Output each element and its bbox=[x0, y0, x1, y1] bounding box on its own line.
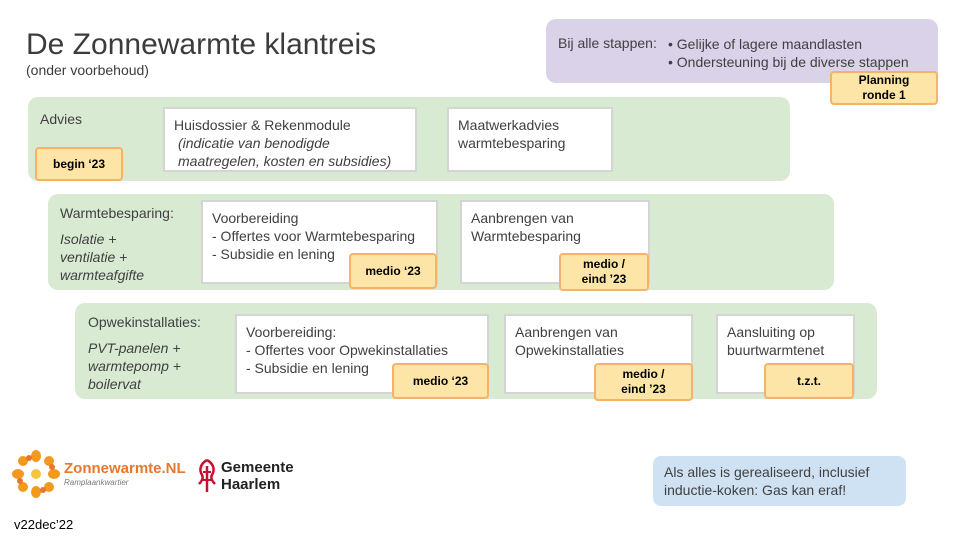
sub-line: Isolatie + bbox=[60, 231, 117, 247]
opwek-badge-3: t.z.t. bbox=[764, 363, 854, 399]
zonnewarmte-sun-icon bbox=[12, 450, 60, 498]
opwek-label: Opwekinstallaties: bbox=[88, 314, 201, 330]
warmtebesparing-sub: Isolatie + ventilatie + warmteafgifte bbox=[60, 230, 144, 284]
warmtebesparing-band bbox=[48, 194, 834, 290]
advies-box-huisdossier: Huisdossier & Rekenmodule (indicatie van… bbox=[163, 107, 417, 172]
opwek-badge-1: medio ‘23 bbox=[392, 363, 489, 399]
info-box: Bij alle stappen: • Gelijke of lagere ma… bbox=[546, 19, 938, 83]
gemeente-haarlem-logo-text: Gemeente Haarlem bbox=[221, 459, 294, 493]
box-line: - Offertes voor Warmtebesparing bbox=[212, 228, 416, 244]
box-title: Aansluiting op bbox=[727, 324, 815, 340]
conclusion-box: Als alles is gerealiseerd, inclusief ind… bbox=[653, 456, 906, 506]
conclusion-line: inductie-koken: Gas kan eraf! bbox=[664, 482, 847, 498]
warmtebesparing-badge-2: medio /eind ’23 bbox=[559, 253, 649, 291]
box-title: warmtebesparing bbox=[458, 135, 566, 151]
box-line: - Subsidie en lening bbox=[212, 246, 335, 262]
box-note: (indicatie van benodigde bbox=[178, 135, 330, 151]
box-title: Huisdossier & Rekenmodule bbox=[174, 117, 351, 133]
box-title: Opwekinstallaties bbox=[515, 342, 624, 358]
sub-line: boilervat bbox=[88, 376, 141, 392]
warmtebesparing-label: Warmtebesparing: bbox=[60, 205, 174, 221]
advies-label: Advies bbox=[40, 111, 83, 127]
box-title: buurtwarmtenet bbox=[727, 342, 825, 358]
sub-line: warmteafgifte bbox=[60, 267, 145, 283]
sub-line: PVT-panelen + bbox=[88, 340, 181, 356]
box-title: Aanbrengen van bbox=[515, 324, 618, 340]
box-note: maatregelen, kosten en subsidies) bbox=[178, 153, 392, 169]
zonnewarmte-logo-name: Zonnewarmte.NL bbox=[64, 460, 186, 477]
planning-badge-line2: ronde 1 bbox=[862, 88, 906, 102]
box-title: Voorbereiding bbox=[212, 210, 299, 226]
box-title: Warmtebesparing bbox=[471, 228, 581, 244]
gemeente-line2: Haarlem bbox=[221, 476, 281, 493]
page-subtitle: (onder voorbehoud) bbox=[26, 62, 149, 78]
opwek-badge-2: medio /eind ’23 bbox=[594, 363, 693, 401]
badge-line: eind ’23 bbox=[621, 382, 666, 396]
sub-line: ventilatie + bbox=[60, 249, 128, 265]
box-title: Voorbereiding: bbox=[246, 324, 337, 340]
gemeente-line1: Gemeente bbox=[221, 459, 294, 476]
opwek-sub: PVT-panelen + warmtepomp + boilervat bbox=[88, 339, 181, 393]
planning-badge-line1: Planning bbox=[858, 73, 910, 87]
info-box-bullets: • Gelijke of lagere maandlasten • Onders… bbox=[668, 35, 909, 71]
warmtebesparing-badge-1: medio ‘23 bbox=[349, 253, 437, 289]
badge-line: medio / bbox=[582, 257, 625, 271]
box-line: - Offertes voor Opwekinstallaties bbox=[246, 342, 449, 358]
info-box-label: Bij alle stappen: bbox=[558, 35, 657, 51]
box-title: Maatwerkadvies bbox=[458, 117, 560, 133]
sub-line: warmtepomp + bbox=[88, 358, 181, 374]
page-title: De Zonnewarmte klantreis bbox=[26, 28, 377, 61]
advies-box-maatwerk: Maatwerkadvies warmtebesparing bbox=[447, 107, 613, 172]
version-label: v22dec’22 bbox=[14, 517, 74, 532]
box-line: - Subsidie en lening bbox=[246, 360, 369, 376]
conclusion-line: Als alles is gerealiseerd, inclusief bbox=[664, 464, 870, 480]
badge-line: medio / bbox=[622, 367, 665, 381]
box-title: Aanbrengen van bbox=[471, 210, 574, 226]
advies-badge: begin ‘23 bbox=[35, 147, 123, 181]
badge-line: eind ’23 bbox=[581, 272, 627, 286]
zonnewarmte-logo-tagline: Ramplaankwartier bbox=[64, 478, 129, 487]
gemeente-haarlem-crest-icon bbox=[196, 458, 218, 494]
info-bullet: • Ondersteuning bij de diverse stappen bbox=[668, 54, 909, 70]
warmtebesparing-box-voorbereiding: Voorbereiding - Offertes voor Warmtebesp… bbox=[201, 200, 438, 284]
info-bullet: • Gelijke of lagere maandlasten bbox=[668, 36, 863, 52]
